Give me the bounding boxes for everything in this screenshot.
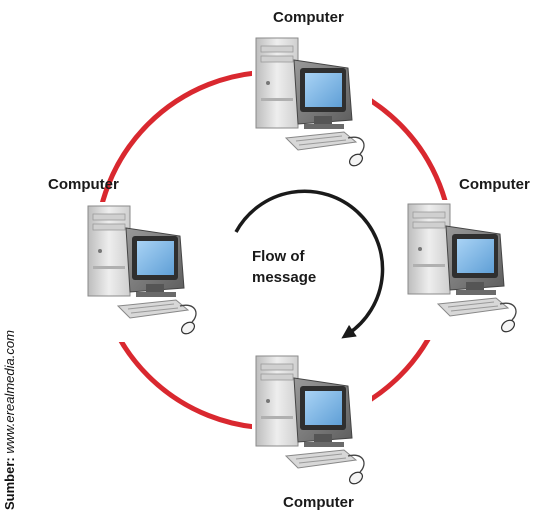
source-caption: Sumber: www.erealmedia.com [2,330,17,510]
computer-bottom-icon [252,352,372,487]
computer-left-label: Computer [48,176,119,193]
computer-right-icon [404,200,524,340]
flow-label-line2: message [252,269,317,286]
flow-arrow [234,189,385,339]
source-url: www.erealmedia.com [2,330,17,454]
computer-left-icon [84,202,204,342]
computer-top-label: Computer [273,9,344,26]
flow-label-line1: Flow of [252,248,305,265]
source-prefix: Sumber: [2,457,17,510]
flow-label: Flow of message [252,246,316,288]
computer-right-label: Computer [459,176,530,193]
computer-top-icon [252,34,372,174]
computer-bottom-label: Computer [283,494,354,511]
